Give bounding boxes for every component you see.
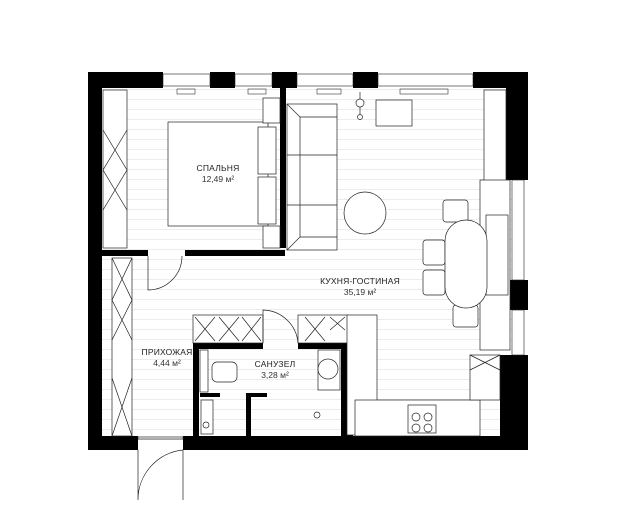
room-area: 4,44 м²: [153, 357, 181, 368]
room-name: САНУЗЕЛ: [254, 359, 296, 369]
radiators: [176, 88, 449, 95]
living-furniture: [286, 89, 511, 351]
room-area: 35,19 м²: [343, 286, 377, 297]
armchair: [375, 99, 413, 127]
sofa: [286, 103, 338, 251]
room-area: 3,28 м²: [261, 369, 289, 380]
kitchen-furniture: [192, 309, 501, 437]
washing-machine: [200, 399, 214, 435]
bathroom-furniture: [199, 349, 341, 435]
hallway-furniture: [111, 255, 184, 501]
windows: [162, 73, 525, 356]
room-name: ПРИХОЖАЯ: [141, 347, 193, 357]
room-name: СПАЛЬНЯ: [196, 163, 240, 173]
dining-furniture: [422, 199, 488, 328]
room-label-kitchen-living: КУХНЯ-ГОСТИНАЯ 35,19 м²: [305, 276, 415, 297]
double-bed: [167, 121, 269, 227]
washbasin: [317, 358, 339, 380]
room-label-bedroom: СПАЛЬНЯ 12,49 м²: [178, 163, 258, 184]
room-label-hallway: ПРИХОЖАЯ 4,44 м²: [132, 347, 202, 368]
room-area: 12,49 м²: [201, 173, 235, 184]
room-name: КУХНЯ-ГОСТИНАЯ: [320, 276, 400, 286]
oval-dining-table: [444, 219, 488, 309]
round-coffee-table: [343, 191, 387, 235]
toilet: [211, 361, 238, 383]
bedroom-furniture: [102, 89, 281, 249]
room-label-bathroom: САНУЗЕЛ 3,28 м²: [240, 359, 310, 380]
walls: [88, 72, 528, 450]
